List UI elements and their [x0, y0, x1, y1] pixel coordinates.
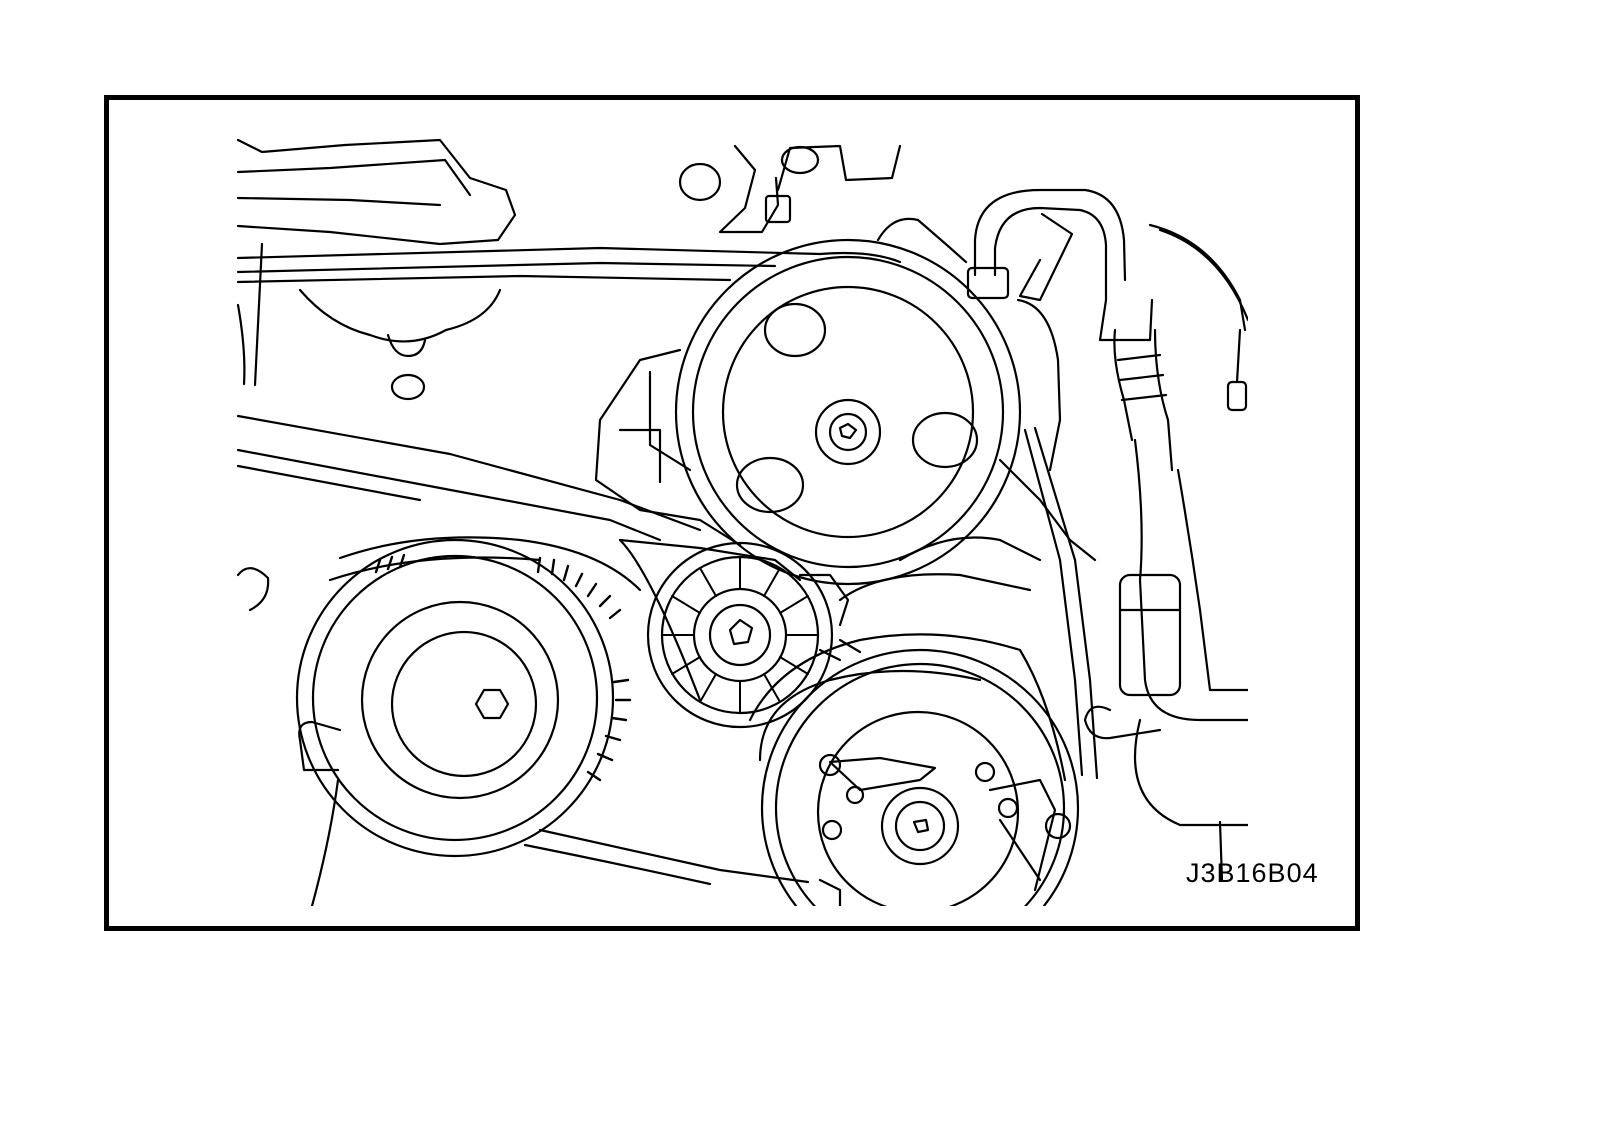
power-steering-pulley — [674, 238, 1022, 586]
crankshaft-pulley — [236, 536, 642, 906]
hose-sleeve — [1118, 573, 1182, 697]
engine-cover — [236, 138, 517, 401]
sensor-connector — [1226, 380, 1248, 412]
mounting-bracket — [678, 144, 968, 264]
drive-belt-diagonal — [236, 414, 1099, 780]
tensioner-pulley — [646, 541, 834, 729]
ac-hose — [966, 188, 1248, 882]
drive-belt-lower — [523, 538, 810, 886]
pump-body — [594, 298, 1097, 562]
figure-code-label: J3B16B04 — [1186, 858, 1319, 888]
ac-compressor-clutch — [760, 648, 1080, 906]
figure-frame — [104, 95, 1360, 931]
bolt-head — [764, 194, 792, 224]
drive-belt-top — [236, 246, 902, 284]
hose-fitting-nut — [966, 266, 1010, 300]
ac-compressor-body — [748, 573, 1067, 782]
